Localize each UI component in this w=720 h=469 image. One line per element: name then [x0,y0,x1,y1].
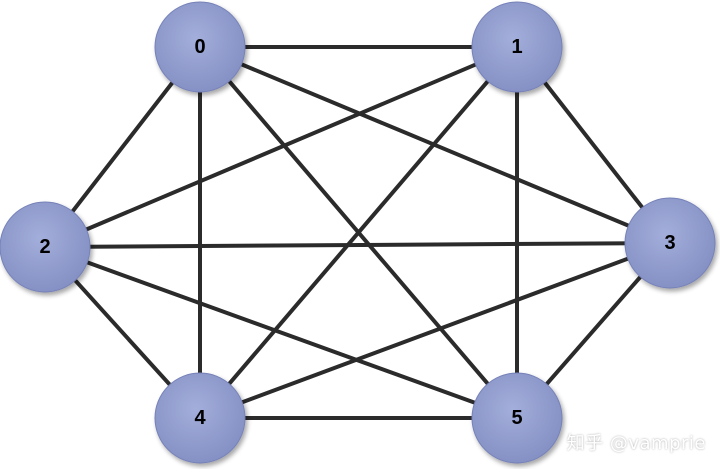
node-label: 5 [511,407,522,429]
node-3: 3 [624,197,716,289]
node-label: 2 [39,236,50,258]
edge-3-4 [198,241,672,420]
node-5: 5 [471,372,563,464]
node-circle [471,372,563,464]
node-circle [471,1,563,93]
edge-2-3 [43,241,672,249]
node-circle [154,372,246,464]
node-label: 4 [194,407,206,429]
node-circle [154,1,246,93]
edge-1-2 [43,45,519,249]
node-0: 0 [154,1,246,93]
node-2: 2 [0,201,91,293]
node-4: 4 [154,372,246,464]
node-label: 1 [511,36,522,58]
edges-layer [43,45,672,420]
edge-2-5 [43,245,519,420]
node-label: 0 [194,36,205,58]
watermark-text: 知乎 @vamprie [566,433,706,454]
node-label: 3 [664,232,675,254]
node-circle [0,201,91,293]
edge-1-4 [198,45,519,420]
node-1: 1 [471,1,563,93]
node-circle [624,197,716,289]
